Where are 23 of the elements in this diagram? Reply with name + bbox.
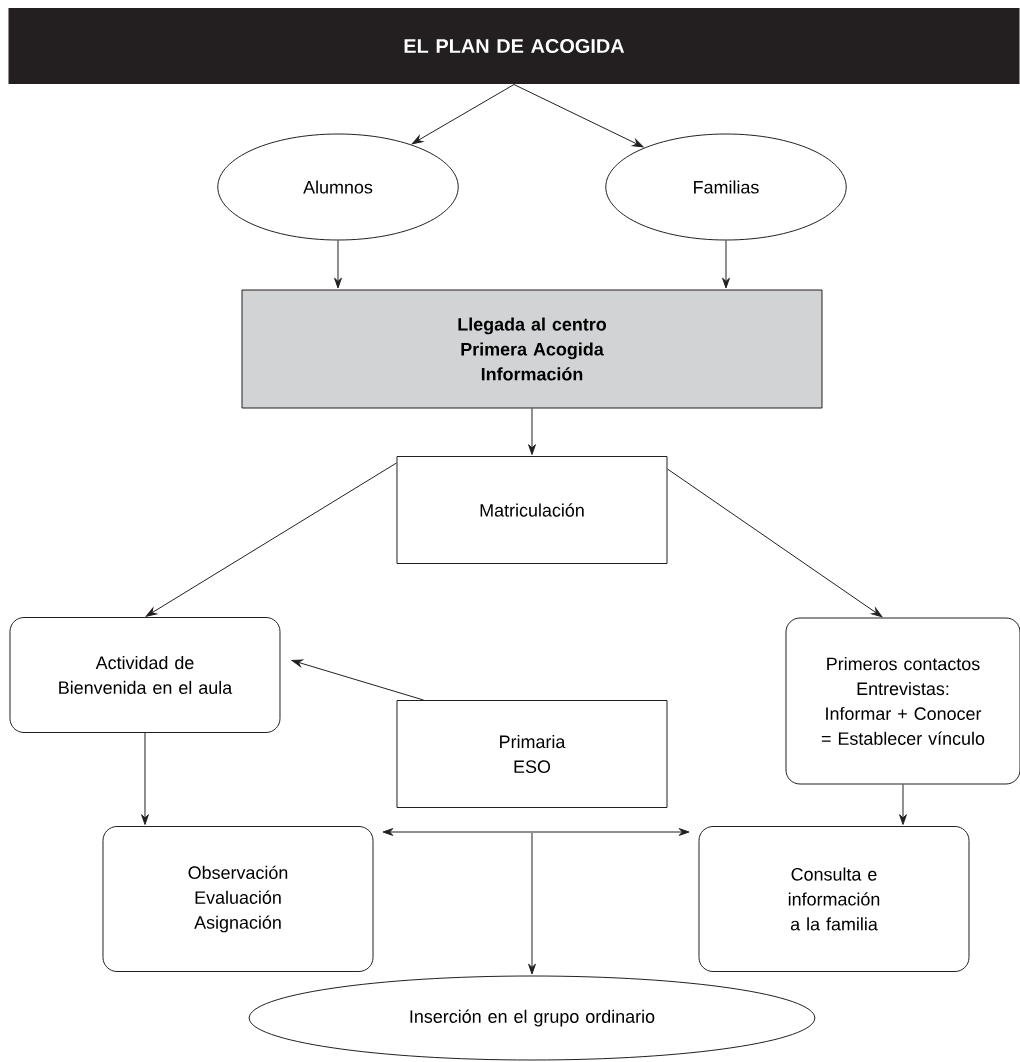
process-box: Llegada al centro Primera Acogida Información — [241, 289, 823, 409]
arrow — [382, 828, 690, 836]
rounded-box: Consulta e información a la familia — [698, 826, 970, 972]
process-box: Matriculación — [396, 456, 668, 564]
rounded-box: Primeros contactos Entrevistas: Informar + Conocer = Establecer vínculo — [785, 617, 1020, 785]
arrow — [411, 84, 515, 145]
arrow — [528, 832, 536, 975]
rounded-box: Actividad de Bienvenida en el aula — [9, 617, 281, 733]
arrow — [291, 659, 424, 701]
arrow — [667, 468, 883, 618]
arrow — [513, 84, 644, 148]
arrow — [528, 408, 536, 455]
arrow — [141, 732, 149, 825]
arrow — [334, 240, 342, 289]
arrow — [145, 462, 397, 617]
process-box: Primaria ESO — [396, 700, 668, 808]
arrow — [722, 240, 730, 289]
ellipse-node: Familias — [605, 133, 847, 241]
ellipse-node: Alumnos — [217, 133, 459, 241]
arrow — [899, 784, 907, 825]
title-band: EL PLAN DE ACOGIDA — [8, 8, 1020, 84]
rounded-box: Observación Evaluación Asignación — [102, 826, 374, 972]
ellipse-node: Inserción en el grupo ordinario — [248, 975, 816, 1061]
